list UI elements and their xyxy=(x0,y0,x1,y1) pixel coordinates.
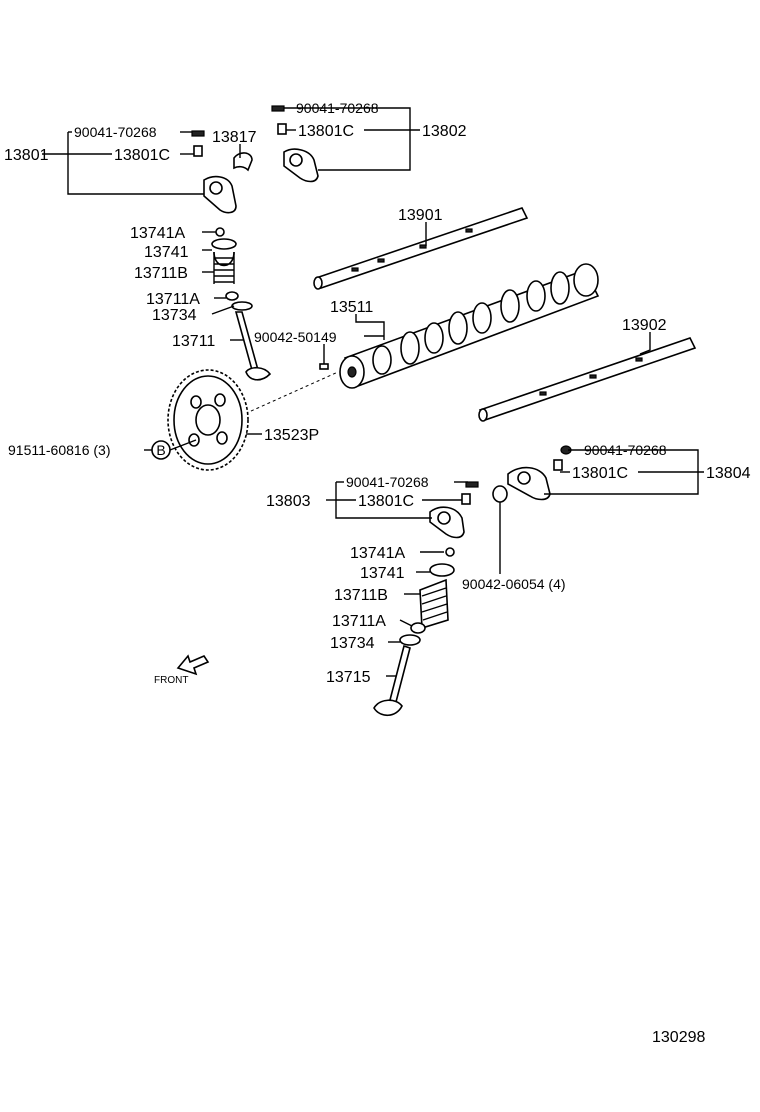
label-13804: 13804 xyxy=(706,465,751,482)
label-13734-a: 13734 xyxy=(152,307,197,324)
leader-lines xyxy=(42,107,704,677)
label-13741-a: 13741 xyxy=(144,244,189,261)
label-13801c-d: 13801C xyxy=(358,493,414,510)
label-90041-70268-a: 90041-70268 xyxy=(74,124,157,140)
diagram-id: 130298 xyxy=(652,1029,705,1046)
label-13711b-b: 13711B xyxy=(334,587,388,604)
label-90042-50149: 90042-50149 xyxy=(254,329,337,345)
label-90041-70268-b: 90041-70268 xyxy=(296,100,379,116)
key-90042-50149 xyxy=(319,363,329,370)
label-90042-06054: 90042-06054 (4) xyxy=(462,576,566,592)
label-13715: 13715 xyxy=(326,669,371,686)
front-arrow-icon xyxy=(176,654,210,676)
label-13817: 13817 xyxy=(212,129,257,146)
washer-90042-06054 xyxy=(492,485,508,503)
label-90041-70268-d: 90041-70268 xyxy=(346,474,429,490)
rocker-arm-13804 xyxy=(507,445,572,501)
label-13734-b: 13734 xyxy=(330,635,375,652)
camshaft-13511 xyxy=(339,263,600,389)
label-13902: 13902 xyxy=(622,317,667,334)
label-13803: 13803 xyxy=(266,493,311,510)
cam-gear-13523p xyxy=(167,369,249,471)
label-90041-70268-c: 90041-70268 xyxy=(584,442,667,458)
label-13741a-b: 13741A xyxy=(350,545,405,562)
bolt-marker-text: B xyxy=(156,442,165,458)
label-13511: 13511 xyxy=(330,299,373,316)
front-label: FRONT xyxy=(154,675,188,686)
label-13711: 13711 xyxy=(172,333,215,350)
label-13801c-a: 13801C xyxy=(114,147,170,164)
part-labels: 13801 90041-70268 13801C 13817 90041-702… xyxy=(4,100,751,1046)
label-13801: 13801 xyxy=(4,147,49,164)
label-13801c-c: 13801C xyxy=(572,465,628,482)
lower-valve-train xyxy=(373,547,455,717)
label-13711a-b: 13711A xyxy=(332,613,386,630)
label-13802: 13802 xyxy=(422,123,467,140)
label-13711b-a: 13711B xyxy=(134,265,188,282)
rocker-shaft-13902 xyxy=(478,337,697,422)
rocker-arm-13801 xyxy=(191,130,237,214)
rocker-shaft-13901 xyxy=(313,207,529,290)
label-91511-60816: 91511-60816 (3) xyxy=(8,442,110,458)
rocker-arm-13802 xyxy=(271,105,319,183)
label-13741a-a: 13741A xyxy=(130,225,185,242)
label-13901: 13901 xyxy=(398,207,443,224)
part-13817 xyxy=(233,152,253,172)
label-13523p: 13523P xyxy=(264,427,319,444)
label-13741-b: 13741 xyxy=(360,565,405,582)
label-13801c-b: 13801C xyxy=(298,123,354,140)
upper-valve-train xyxy=(211,227,272,381)
label-13711a-a: 13711A xyxy=(146,291,200,308)
rocker-arm-13803 xyxy=(429,481,479,539)
